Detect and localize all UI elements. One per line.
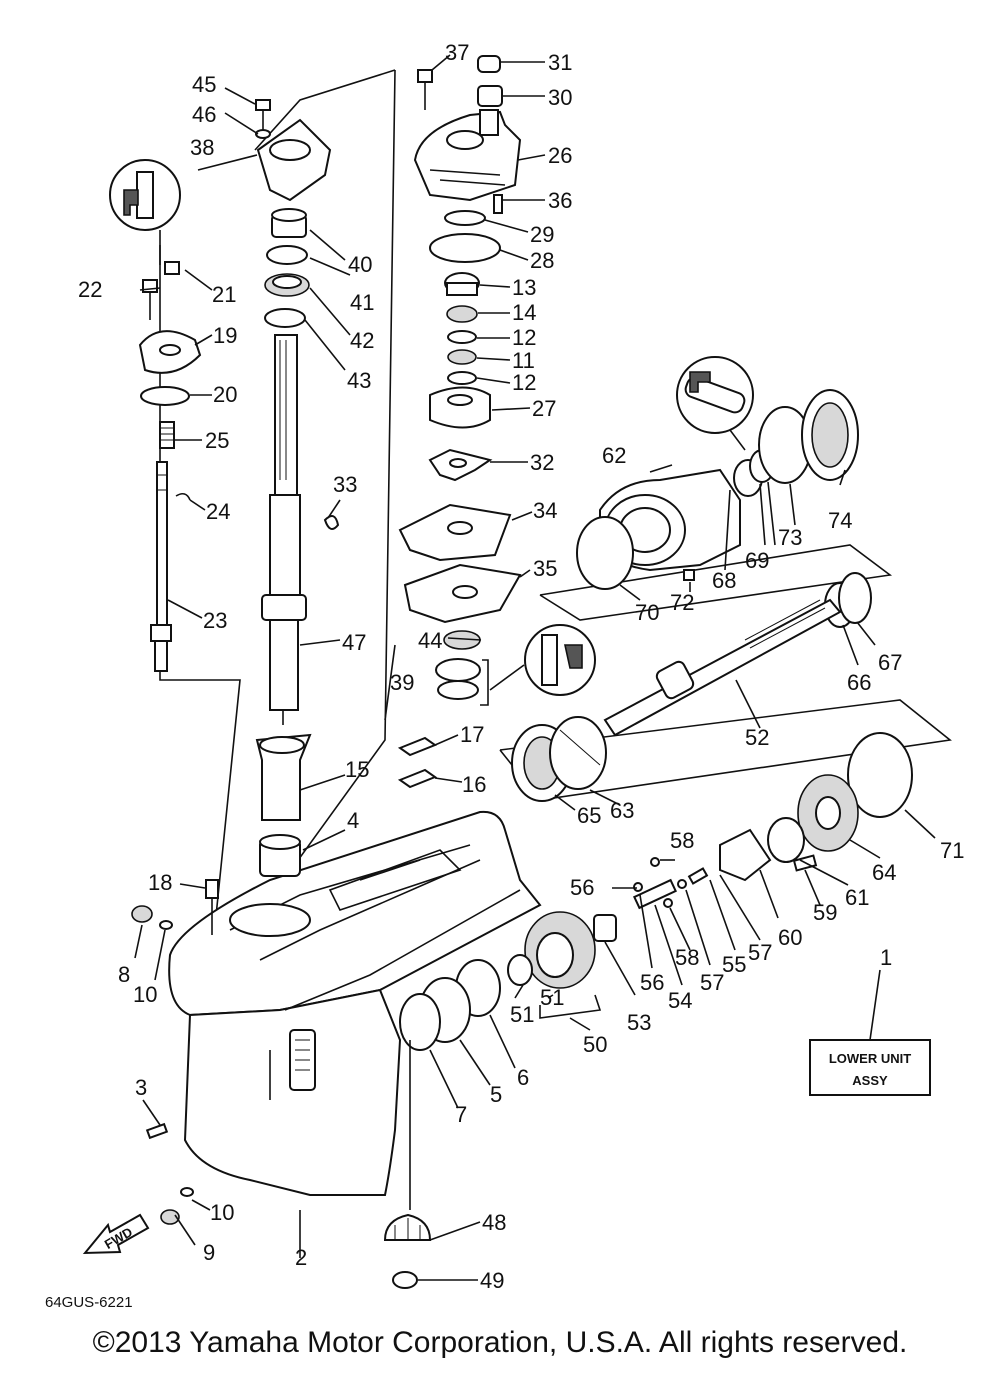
callout-10a: 10 <box>133 982 157 1007</box>
callout-68: 68 <box>712 568 736 593</box>
callout-15: 15 <box>345 757 369 782</box>
callout-53: 53 <box>627 1010 651 1035</box>
copyright-notice: ©2013 Yamaha Motor Corporation, U.S.A. A… <box>92 1326 908 1359</box>
callout-72: 72 <box>670 590 694 615</box>
assy-box-line1: LOWER UNIT <box>829 1051 911 1066</box>
callout-22: 22 <box>78 277 102 302</box>
fwd-arrow: FWD <box>82 1213 150 1255</box>
callout-20: 20 <box>213 382 237 407</box>
callout-8: 8 <box>118 962 130 987</box>
callout-18: 18 <box>148 870 172 895</box>
callout-56a: 56 <box>570 875 594 900</box>
callout-43: 43 <box>347 368 371 393</box>
callout-32: 32 <box>530 450 554 475</box>
lower-unit-assy-box: LOWER UNIT ASSY <box>809 969 931 1096</box>
callout-47: 47 <box>342 630 366 655</box>
callout-66: 66 <box>847 670 871 695</box>
callout-4: 4 <box>347 808 359 833</box>
callout-26: 26 <box>548 143 572 168</box>
callout-57a: 57 <box>700 970 724 995</box>
callout-5: 5 <box>490 1082 502 1107</box>
callout-46: 46 <box>192 102 216 127</box>
propeller-shaft-group <box>383 356 913 1289</box>
callout-73: 73 <box>778 525 802 550</box>
callout-23: 23 <box>203 608 227 633</box>
callout-39: 39 <box>390 670 414 695</box>
callout-27: 27 <box>532 396 556 421</box>
callout-44: 44 <box>418 628 442 653</box>
callout-42: 42 <box>350 328 374 353</box>
callout-numbers: 1 2 3 4 5 6 7 8 9 10 10 11 12 12 13 14 1… <box>78 40 964 1293</box>
callout-71: 71 <box>940 838 964 863</box>
callout-51b: 51 <box>540 985 564 1010</box>
leader-lines <box>134 54 936 1281</box>
callout-9: 9 <box>203 1240 215 1265</box>
callout-54: 54 <box>668 988 692 1013</box>
callout-2: 2 <box>295 1245 307 1270</box>
callout-60: 60 <box>778 925 802 950</box>
callout-33: 33 <box>333 472 357 497</box>
callout-13: 13 <box>512 275 536 300</box>
callout-55: 55 <box>722 952 746 977</box>
callout-30: 30 <box>548 85 572 110</box>
callout-17: 17 <box>460 722 484 747</box>
callout-21: 21 <box>212 282 236 307</box>
callout-36: 36 <box>548 188 572 213</box>
callout-67: 67 <box>878 650 902 675</box>
callout-34: 34 <box>533 498 557 523</box>
callout-7: 7 <box>455 1102 467 1127</box>
callout-37: 37 <box>445 40 469 65</box>
callout-16: 16 <box>462 772 486 797</box>
callout-45: 45 <box>192 72 216 97</box>
callout-58a: 58 <box>670 828 694 853</box>
callout-40: 40 <box>348 252 372 277</box>
callout-24: 24 <box>206 499 230 524</box>
assy-box-line2: ASSY <box>852 1073 888 1088</box>
callout-28: 28 <box>530 248 554 273</box>
callout-38: 38 <box>190 135 214 160</box>
callout-69: 69 <box>745 548 769 573</box>
callout-57b: 57 <box>748 940 772 965</box>
diagram-code: 64GUS-6221 <box>45 1294 133 1311</box>
water-pump-group <box>131 55 596 1225</box>
callout-31: 31 <box>548 50 572 75</box>
callout-14: 14 <box>512 300 536 325</box>
shift-rod-group <box>109 159 202 672</box>
callout-11: 11 <box>512 348 535 373</box>
callout-6: 6 <box>517 1065 529 1090</box>
callout-51a: 51 <box>510 1002 534 1027</box>
callout-41: 41 <box>350 290 374 315</box>
callout-59: 59 <box>813 900 837 925</box>
callout-35: 35 <box>533 556 557 581</box>
callout-19: 19 <box>213 323 237 348</box>
callout-49: 49 <box>480 1268 504 1293</box>
callout-64: 64 <box>872 860 896 885</box>
callout-50: 50 <box>583 1032 607 1057</box>
callout-12a: 12 <box>512 325 536 350</box>
callout-65: 65 <box>577 803 601 828</box>
callout-1: 1 <box>880 945 892 970</box>
callout-12b: 12 <box>512 370 536 395</box>
callout-61: 61 <box>845 885 869 910</box>
callout-48: 48 <box>482 1210 506 1235</box>
callout-70: 70 <box>635 600 659 625</box>
callout-29: 29 <box>530 222 554 247</box>
callout-25: 25 <box>205 428 229 453</box>
callout-3: 3 <box>135 1075 147 1100</box>
callout-58b: 58 <box>675 945 699 970</box>
callout-10b: 10 <box>210 1200 234 1225</box>
callout-56b: 56 <box>640 970 664 995</box>
callout-62: 62 <box>602 443 626 468</box>
callout-63: 63 <box>610 798 634 823</box>
callout-52: 52 <box>745 725 769 750</box>
lower-case-housing <box>168 810 542 1196</box>
callout-74: 74 <box>828 508 852 533</box>
drive-shaft-group <box>255 99 332 877</box>
